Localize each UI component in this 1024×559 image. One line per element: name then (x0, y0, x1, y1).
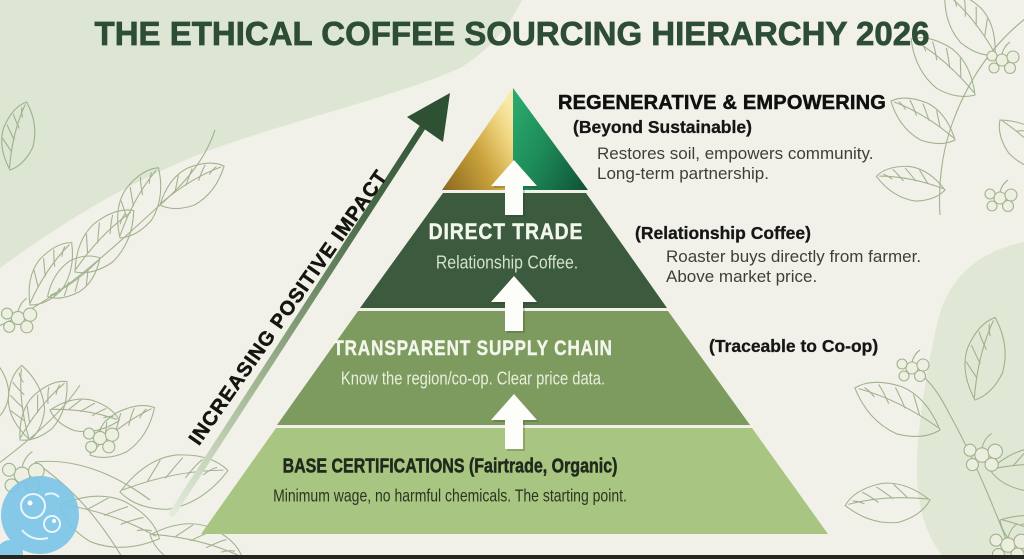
annotation-regenerative-heading: REGENERATIVE & EMPOWERING (558, 92, 886, 115)
annotation-regenerative-line2: Long-term partnership. (597, 164, 769, 183)
coffee-branch-bottom-left-icon (0, 363, 249, 559)
coffee-branch-top-left-icon (0, 97, 233, 334)
bottom-edge-bar (0, 555, 1024, 559)
annotation-direct-trade-qualifier: (Relationship Coffee) (635, 223, 811, 243)
up-arrow-icon (491, 394, 537, 449)
coffee-branch-top-right-icon (874, 0, 1024, 215)
annotation-transparent-qualifier: (Traceable to Co-op) (709, 336, 879, 356)
coffee-branch-bottom-right-icon (841, 311, 1024, 559)
tier-base-certifications-subtitle: Minimum wage, no harmful chemicals. The … (273, 485, 627, 506)
annotation-direct-trade-line1: Roaster buys directly from farmer. (666, 247, 922, 266)
up-arrow-icon (491, 276, 537, 331)
tier-up-arrows (491, 160, 539, 451)
tier-direct-trade-title: DIRECT TRADE (428, 219, 584, 244)
pyramid-apex-green-half (513, 88, 588, 190)
tier-direct-trade-subtitle: Relationship Coffee. (435, 252, 579, 273)
page-title: THE ETHICAL COFFEE SOURCING HIERARCHY 20… (94, 15, 930, 53)
coffee-branch-mid-left-icon (0, 357, 124, 470)
up-arrow-icon (491, 160, 537, 215)
watermark-logo (0, 476, 79, 559)
tier-transparent-supply-chain-subtitle: Know the region/co-op. Clear price data. (340, 368, 606, 389)
pyramid-apex-gold-half (442, 88, 513, 190)
blob-top-left (0, 0, 522, 268)
annotation-direct-trade-line2: Above market price. (666, 267, 818, 286)
pyramid-tier-direct-trade (360, 193, 667, 308)
blob-right (916, 242, 1024, 559)
pyramid-tier-transparent-supply-chain (277, 311, 750, 425)
tier-transparent-supply-chain-title: TRANSPARENT SUPPLY CHAIN (333, 337, 613, 360)
annotation-regenerative-qualifier: (Beyond Sustainable) (573, 117, 752, 137)
annotation-regenerative-line1: Restores soil, empowers community. (597, 144, 874, 163)
pyramid (201, 88, 828, 534)
tier-base-certifications-title: BASE CERTIFICATIONS (Fairtrade, Organic) (282, 455, 618, 478)
growth-arrow-icon (168, 93, 450, 518)
pyramid-tier-base-certifications (201, 428, 828, 534)
